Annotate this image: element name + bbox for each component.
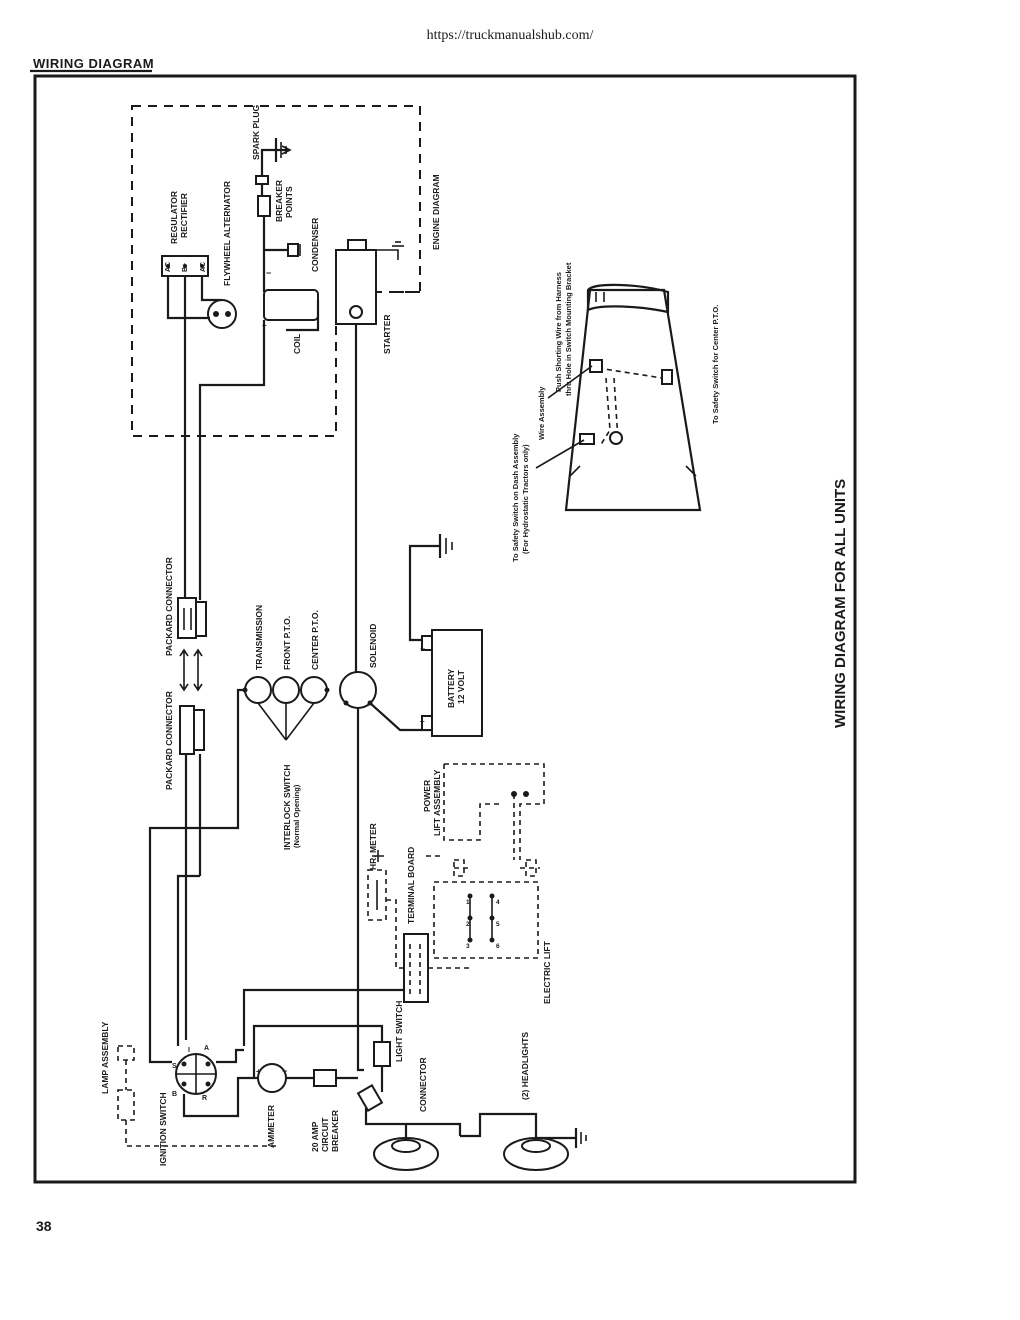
hour-meter-symbol xyxy=(367,850,387,921)
condenser-label: CONDENSER xyxy=(310,218,320,272)
packard-connector-top-symbol xyxy=(177,597,207,639)
headlights-label: (2) HEADLIGHTS xyxy=(520,1032,530,1100)
ign-term-r: R xyxy=(202,1095,207,1102)
ign-term-s: S xyxy=(172,1063,177,1070)
wire-harness-left-main xyxy=(176,874,200,1046)
hr-meter-label: HR. METER xyxy=(368,823,378,870)
engine-diagram-label: ENGINE DIAGRAM xyxy=(431,174,441,250)
regulator-label-2: RECTIFIER xyxy=(179,193,189,238)
circuit-breaker-label-2: CIRCUIT xyxy=(320,1117,330,1152)
packard-connector-bottom-label: PACKARD CONNECTOR xyxy=(164,691,174,790)
ammeter-plus: + xyxy=(256,1067,261,1076)
packard-arrows xyxy=(179,648,203,692)
page-header-title: WIRING DIAGRAM xyxy=(33,56,155,71)
light-switch-label: LIGHT SWITCH xyxy=(394,1001,404,1062)
ign-term-i: I xyxy=(188,1047,190,1054)
front-pto-label: FRONT P.T.O. xyxy=(282,616,292,670)
circuit-breaker-label-3: BREAKER xyxy=(330,1110,340,1152)
solenoid-label: SOLENOID xyxy=(368,624,378,668)
electric-lift-symbol xyxy=(433,859,540,959)
regulator-terminal-b-plus: B+ xyxy=(182,263,189,272)
coil-label: COIL xyxy=(292,334,302,354)
center-pto-safety-label: To Safety Switch for Center P.T.O. xyxy=(711,305,720,424)
wire-solenoid-down xyxy=(356,708,364,1072)
power-lift-label-2: LIFT ASSEMBLY xyxy=(432,769,442,836)
connector-label: CONNECTOR xyxy=(418,1057,428,1112)
spark-plug-label: SPARK PLUG xyxy=(251,105,261,160)
ign-term-b: B xyxy=(172,1091,177,1098)
breaker-points-symbol xyxy=(257,195,271,250)
packard-connector-bottom-symbol xyxy=(179,705,205,755)
push-shorting-label-1: Push Shorting Wire from Harness xyxy=(554,272,563,392)
power-lift-assembly-symbol xyxy=(443,763,545,860)
regulator-terminal-ac-2: AC xyxy=(200,262,207,272)
terminal-board-label: TERMINAL BOARD xyxy=(406,847,416,924)
lamp-assembly-label: LAMP ASSEMBLY xyxy=(100,1021,110,1094)
coil-plus-label: + xyxy=(262,321,267,330)
page-number: 38 xyxy=(36,1218,52,1234)
regulator-label-1: REGULATOR xyxy=(169,191,179,244)
ammeter-label: AMMETER xyxy=(266,1105,276,1148)
source-url: https://truckmanualshub.com/ xyxy=(426,28,594,43)
flywheel-alternator-symbol xyxy=(207,299,237,329)
coil-symbol xyxy=(262,250,320,332)
tb-num-3: 3 xyxy=(466,943,470,950)
regulator-terminal-ac-1: AC xyxy=(165,262,172,272)
tb-num-4: 4 xyxy=(496,899,500,906)
breaker-points-label-2: POINTS xyxy=(284,186,294,218)
battery-label-2: 12 VOLT xyxy=(456,669,466,704)
solenoid-symbol xyxy=(339,671,377,709)
engine-diagram-box xyxy=(131,105,421,437)
circuit-breaker-symbol xyxy=(313,1069,358,1087)
battery-label-1: BATTERY xyxy=(446,668,456,708)
terminal-board-symbol xyxy=(386,855,470,1003)
connector-symbol xyxy=(356,1083,462,1136)
flywheel-alternator-label: FLYWHEEL ALTERNATOR xyxy=(222,181,232,286)
tb-num-1: 1 xyxy=(466,899,470,906)
interlock-switch-label-2: (Normal Opening) xyxy=(292,784,301,848)
main-title: WIRING DIAGRAM FOR ALL UNITS xyxy=(832,479,849,728)
ignition-switch-symbol xyxy=(175,1048,254,1118)
wire-interlock-loop xyxy=(148,688,245,1064)
wire-coil-to-packard xyxy=(198,320,266,600)
battery-symbol xyxy=(408,534,483,737)
battery-minus-label: − xyxy=(420,644,425,654)
transmission-label: TRANSMISSION xyxy=(254,605,264,670)
packard-connector-top-label: PACKARD CONNECTOR xyxy=(164,557,174,656)
starter-label: STARTER xyxy=(382,314,392,354)
ign-term-a: A xyxy=(204,1045,209,1052)
ignition-switch-label: IGNITION SWITCH xyxy=(158,1092,168,1166)
coil-minus-label: − xyxy=(266,268,271,278)
ammeter-symbol xyxy=(252,1024,358,1093)
center-pto-label: CENTER P.T.O. xyxy=(310,610,320,670)
battery-plus-label: + xyxy=(420,717,425,726)
lamp-assembly-symbol xyxy=(117,1045,278,1147)
condenser-symbol xyxy=(264,243,301,257)
push-shorting-label-2: thru Hole in Switch Mounting Bracket xyxy=(564,262,573,396)
tb-num-2: 2 xyxy=(466,921,470,928)
safety-switch-detail xyxy=(535,283,702,512)
breaker-points-label-1: BREAKER xyxy=(274,180,284,222)
tb-num-6: 6 xyxy=(496,943,500,950)
interlock-switches-symbol xyxy=(242,676,330,741)
circuit-breaker-label-1: 20 AMP xyxy=(310,1121,320,1152)
safety-dash-label-2: (For Hydrostatic Tractors only) xyxy=(521,444,530,554)
electric-lift-label: ELECTRIC LIFT xyxy=(542,940,552,1004)
interlock-switch-label-1: INTERLOCK SWITCH xyxy=(282,765,292,850)
wire-assembly-label: Wire Assembly xyxy=(537,386,546,440)
power-lift-label-1: POWER xyxy=(422,780,432,812)
tb-num-5: 5 xyxy=(496,921,500,928)
light-switch-symbol xyxy=(358,1024,391,1092)
headlight-left-symbol xyxy=(373,1124,439,1171)
safety-dash-label-1: To Safety Switch on Dash Assembly xyxy=(511,433,520,562)
spark-plug-symbol xyxy=(255,138,292,196)
headlight-right-symbol xyxy=(460,1112,569,1171)
wire-ignition-to-board xyxy=(242,988,406,1046)
starter-symbol xyxy=(335,239,404,325)
diagram-frame xyxy=(33,74,857,1184)
ammeter-minus: − xyxy=(282,1066,287,1076)
headlight-ground-symbol xyxy=(536,1128,587,1148)
